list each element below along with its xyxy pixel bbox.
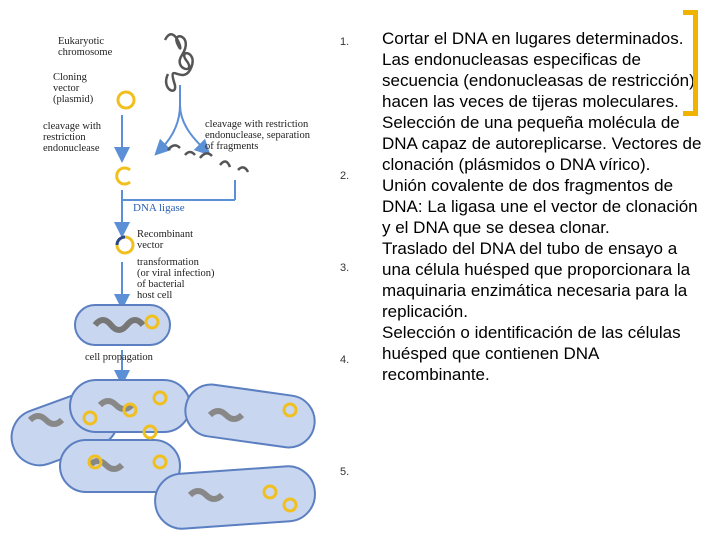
label-dna-ligase: DNA ligase [133,202,185,214]
step-text-5: Selección o identificación de las célula… [382,323,681,384]
label-cloning-vector: Cloning vector (plasmid) [53,72,94,105]
step-text-3: Unión covalente de dos fragmentos de DNA… [382,176,698,237]
propagated-cells [10,379,316,530]
chromosome-icon [163,33,194,92]
step-number-4: 4. [340,354,350,366]
label-cleavage-left: cleavage with restriction endonuclease [43,121,102,154]
step-text-1: Cortar el DNA en lugares determinados. L… [382,29,695,111]
step-number-3: 3. [340,262,350,274]
cloning-diagram: Eukaryotic chromosome Cloning vector (pl… [0,0,340,540]
label-cell-propagation: cell propagation [85,352,153,363]
label-transformation: transformation (or viral infection) of b… [137,257,215,301]
label-cleavage-right: cleavage with restriction endonuclease, … [205,119,310,152]
step-number-5: 5. [340,466,350,478]
plasmid-icon [116,90,136,110]
label-eukaryotic-chromosome: Eukaryotic chromosome [58,36,113,58]
accent-bracket [683,10,698,116]
steps-list: Cortar el DNA en lugares determinados. L… [382,28,710,385]
cut-plasmid-icon [115,166,131,186]
label-recombinant-vector: Recombinant vector [137,229,193,251]
step-text-2: Selección de una pequeña molécula de DNA… [382,113,702,174]
step-number-1: 1. [340,36,350,48]
step-number-2: 2. [340,170,350,182]
cloning-illustration [10,33,316,530]
bacterial-cell [74,304,171,346]
step-text-4: Traslado del DNA del tubo de ensayo a un… [382,239,691,321]
